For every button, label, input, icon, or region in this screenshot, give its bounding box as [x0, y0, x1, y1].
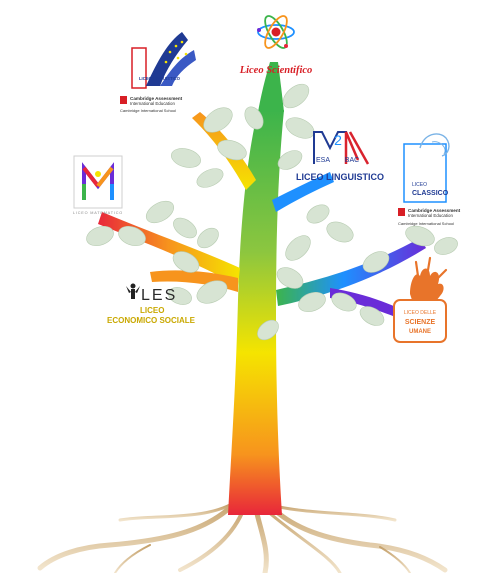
les-acronym: LES [141, 287, 177, 304]
umane-line2: SCIENZE [405, 319, 436, 326]
leaves [86, 83, 458, 341]
cambridge-shield-icon [398, 208, 405, 216]
branch-classico [276, 238, 426, 306]
linguistico-cambridge-logo-text: LICEO LINGUISTICO [139, 76, 181, 81]
branch-linguistico-esabac [272, 172, 334, 212]
cambridge-line2: International Education [130, 101, 175, 106]
umane-line3: UMANE [409, 329, 431, 335]
linguistico-cambridge-badge: LICEO LINGUISTICO Cambridge Assessment I… [120, 32, 196, 113]
cambridge-shield-icon [120, 96, 127, 104]
esabac-badge: 2 ESA BAC LICEO LINGUISTICO [296, 131, 384, 182]
scientifico-label: Liceo Scientifico [239, 65, 313, 76]
les-line2: ECONOMICO SOCIALE [107, 316, 196, 325]
classico-logo-line1: LICEO [412, 182, 427, 188]
les-figure-icon [126, 283, 140, 299]
branch-economico-sociale [150, 270, 238, 292]
esabac-label: LICEO LINGUISTICO [296, 172, 384, 182]
top-branch [258, 62, 284, 112]
tree-trunk [228, 110, 284, 515]
scienze-umane-badge: LICEO DELLE SCIENZE UMANE [393, 256, 448, 343]
classico-cambridge-line3: Cambridge International School [398, 221, 454, 226]
umane-line1: LICEO DELLE [404, 310, 437, 316]
esabac-esa: ESA [316, 157, 330, 164]
scientifico-atom-icon [257, 15, 295, 49]
cambridge-line1: Cambridge Assessment [130, 96, 183, 101]
classico-logo-line2: CLASSICO [412, 190, 449, 197]
les-line1: LICEO [140, 306, 164, 315]
cambridge-line3: Cambridge International School [120, 108, 176, 113]
economico-sociale-badge: LES LICEO ECONOMICO SOCIALE [107, 283, 196, 325]
classico-badge: LICEO CLASSICO Cambridge Assessment Inte… [398, 133, 461, 226]
matematico-badge: LICEO MATEMATICO [73, 155, 123, 215]
esabac-number: 2 [334, 132, 342, 148]
classico-cambridge-line1: Cambridge Assessment [408, 208, 461, 213]
classico-cambridge-line2: International Education [408, 213, 453, 218]
esabac-bac: BAC [345, 157, 359, 164]
matematico-caption: LICEO MATEMATICO [73, 211, 123, 215]
